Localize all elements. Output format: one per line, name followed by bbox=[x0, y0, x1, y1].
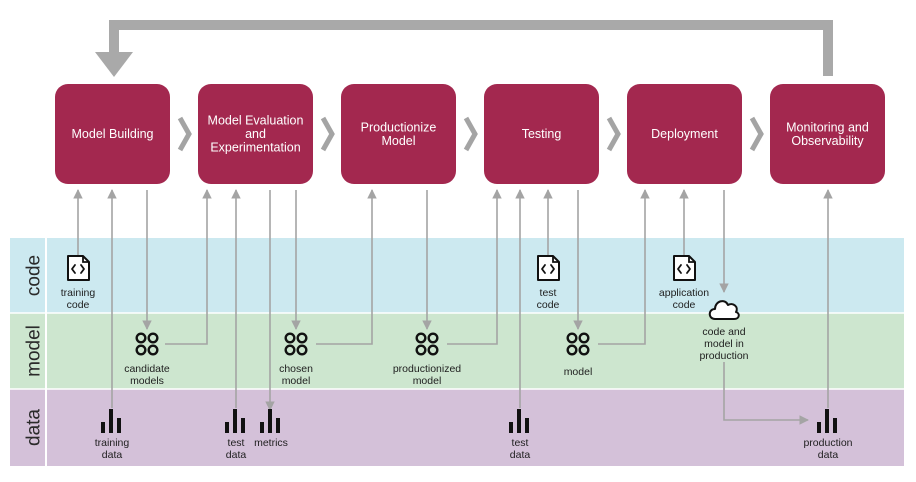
artifact-label: model bbox=[282, 375, 311, 387]
code-file-icon bbox=[67, 255, 90, 281]
flow-arrow bbox=[316, 189, 377, 345]
stage-deployment: Deployment bbox=[627, 84, 742, 184]
artifact-label: chosen bbox=[279, 363, 313, 375]
flow-arrow bbox=[598, 189, 650, 345]
artifact-label: data bbox=[510, 449, 531, 461]
artifact-label: application bbox=[659, 287, 709, 299]
stage-box bbox=[627, 84, 742, 184]
stage-model-building: Model Building bbox=[55, 84, 170, 184]
feedback-loop-arrow bbox=[109, 20, 833, 76]
stage-label: Observability bbox=[791, 134, 864, 148]
stage-box bbox=[341, 84, 456, 184]
lane-label-code: code bbox=[24, 255, 45, 296]
stage-testing: Testing bbox=[484, 84, 599, 184]
artifact-label: test bbox=[512, 437, 529, 449]
artifact-label: code bbox=[673, 299, 696, 311]
stage-label: Model bbox=[381, 134, 415, 148]
artifact-metrics: metrics bbox=[254, 409, 288, 449]
artifact-label: test bbox=[540, 287, 557, 299]
flow-arrow bbox=[165, 189, 212, 345]
artifact-label: training bbox=[61, 287, 96, 299]
stage-label: Experimentation bbox=[210, 141, 300, 155]
artifact-label: model bbox=[413, 375, 442, 387]
artifact-label: code bbox=[537, 299, 560, 311]
lane-label-data: data bbox=[24, 409, 45, 446]
chevron-right-icon bbox=[749, 116, 764, 152]
stage-label: Monitoring and bbox=[786, 120, 869, 134]
artifact-label: data bbox=[102, 449, 123, 461]
chevron-right-icon bbox=[177, 116, 192, 152]
artifact-label: models bbox=[130, 375, 164, 387]
artifact-label: data bbox=[226, 449, 247, 461]
lane-model bbox=[10, 313, 904, 389]
chevron-right-icon bbox=[606, 116, 621, 152]
artifact-label: production bbox=[699, 350, 748, 362]
lane-data bbox=[10, 389, 904, 466]
stage-label: Model Building bbox=[72, 127, 154, 141]
artifact-label: productionized bbox=[393, 363, 461, 375]
stage-box bbox=[770, 84, 885, 184]
artifact-label: model in bbox=[704, 338, 744, 350]
lane-label-model: model bbox=[24, 325, 45, 377]
artifact-label: model bbox=[564, 366, 593, 378]
stage-label: Model Evaluation bbox=[208, 114, 304, 128]
stage-label: Testing bbox=[522, 127, 562, 141]
artifact-label: code and bbox=[702, 326, 745, 338]
artifact-label: training bbox=[95, 437, 130, 449]
flow-arrow bbox=[723, 362, 809, 425]
feedback-loop-arrowhead bbox=[95, 52, 133, 77]
artifact-label: code bbox=[67, 299, 90, 311]
artifact-label: test bbox=[228, 437, 245, 449]
stage-box bbox=[55, 84, 170, 184]
artifact-label: metrics bbox=[254, 437, 288, 449]
stage-box bbox=[484, 84, 599, 184]
artifact-label: production bbox=[803, 437, 852, 449]
artifact-label: data bbox=[818, 449, 839, 461]
chevron-right-icon bbox=[320, 116, 335, 152]
chevron-right-icon bbox=[463, 116, 478, 152]
stage-label: Deployment bbox=[651, 127, 718, 141]
code-file-icon bbox=[537, 255, 560, 281]
code-file-icon bbox=[673, 255, 696, 281]
stage-box bbox=[198, 84, 313, 184]
stage-label: Productionize bbox=[361, 120, 437, 134]
stage-label: and bbox=[245, 127, 266, 141]
lane-code bbox=[10, 238, 904, 313]
flow-arrow bbox=[447, 189, 502, 345]
artifact-label: candidate bbox=[124, 363, 170, 375]
artifact-model: model bbox=[564, 332, 593, 378]
